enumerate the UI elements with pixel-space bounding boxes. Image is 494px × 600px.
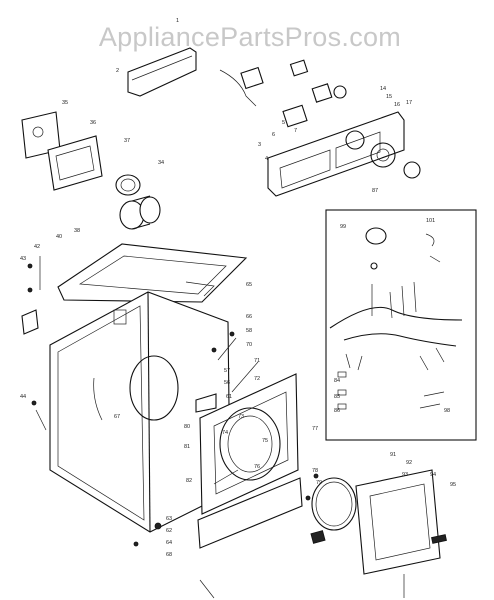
callout-93: 93 [402, 472, 408, 478]
callout-101: 101 [426, 218, 435, 224]
callout-91: 91 [390, 452, 396, 458]
callout-86: 86 [334, 408, 340, 414]
callout-36: 36 [90, 120, 96, 126]
callout-61: 61 [226, 394, 232, 400]
toe-panel [197, 477, 303, 549]
callout-67: 67 [114, 414, 120, 420]
callout-79: 79 [316, 480, 322, 486]
callout-64: 64 [166, 540, 172, 546]
callout-92: 92 [406, 460, 412, 466]
callout-68: 68 [166, 552, 172, 558]
callout-95: 95 [450, 482, 456, 488]
leader-lines [35, 256, 405, 599]
control-switches [219, 59, 421, 179]
callout-labels: 1 2 3 4 5 6 7 14 15 16 17 35 36 37 34 38… [20, 18, 456, 558]
callout-5: 5 [282, 120, 285, 126]
console-rear-bracket [127, 47, 197, 97]
callout-38: 38 [74, 228, 80, 234]
door-gasket [311, 477, 357, 531]
callout-77: 77 [312, 426, 318, 432]
callout-73: 73 [238, 414, 244, 420]
callout-72: 72 [254, 376, 260, 382]
callout-71: 71 [254, 358, 260, 364]
callout-70: 70 [246, 342, 252, 348]
fasteners [27, 263, 319, 547]
blower-housing [47, 135, 103, 191]
callout-40: 40 [56, 234, 62, 240]
callout-14: 14 [380, 86, 386, 92]
callout-58: 58 [246, 328, 252, 334]
callout-57: 57 [224, 368, 230, 374]
top-cover [57, 243, 248, 303]
callout-2: 2 [116, 68, 119, 74]
callout-87: 87 [372, 188, 378, 194]
callout-34: 34 [158, 160, 164, 166]
callout-44: 44 [20, 394, 26, 400]
blower-ring [115, 174, 141, 196]
callout-42: 42 [34, 244, 40, 250]
callout-3: 3 [258, 142, 261, 148]
callout-15: 15 [386, 94, 392, 100]
callout-65: 65 [246, 282, 252, 288]
callout-35: 35 [62, 100, 68, 106]
callout-82: 82 [186, 478, 192, 484]
wiring-harness-inset [325, 209, 477, 441]
callout-56: 56 [224, 380, 230, 386]
callout-66: 66 [246, 314, 252, 320]
callout-76: 76 [254, 464, 260, 470]
door [355, 469, 447, 575]
callout-78: 78 [312, 468, 318, 474]
callout-37: 37 [124, 138, 130, 144]
exhaust-duct [119, 195, 161, 230]
callout-63: 63 [166, 516, 172, 522]
watermark: AppliancePartsPros.com [98, 22, 402, 52]
callout-62: 62 [166, 528, 172, 534]
callout-6: 6 [272, 132, 275, 138]
callout-17: 17 [406, 100, 412, 106]
callout-16: 16 [394, 102, 400, 108]
front-panel [199, 373, 299, 515]
callout-80: 80 [184, 424, 190, 430]
callout-85: 85 [334, 394, 340, 400]
callout-75: 75 [262, 438, 268, 444]
callout-1: 1 [176, 18, 179, 24]
hinge [310, 530, 326, 544]
callout-94: 94 [430, 472, 436, 478]
thermostat-bracket [21, 309, 217, 413]
callout-74: 74 [222, 430, 228, 436]
control-panel [267, 111, 405, 197]
callout-7: 7 [294, 128, 297, 134]
callout-84: 84 [334, 378, 340, 384]
callout-4: 4 [265, 156, 268, 162]
callout-99: 99 [340, 224, 346, 230]
callout-98: 98 [444, 408, 450, 414]
callout-81: 81 [184, 444, 190, 450]
callout-43: 43 [20, 256, 26, 262]
